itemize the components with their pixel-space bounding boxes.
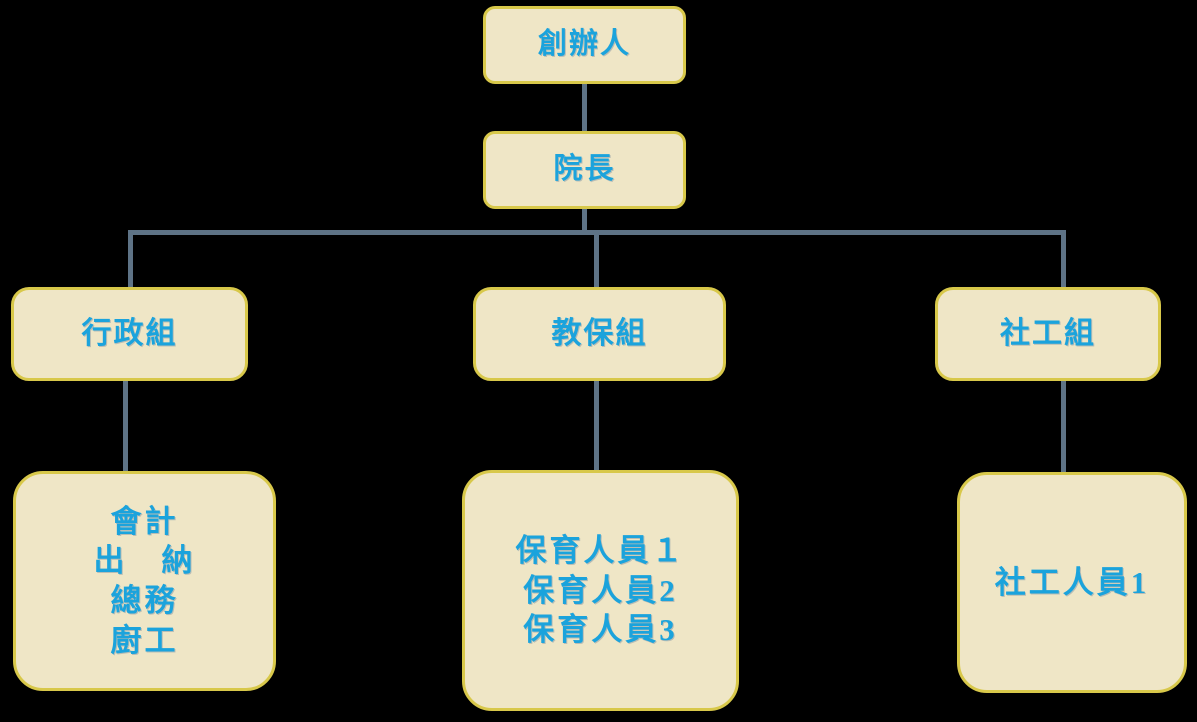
- node-care-group[interactable]: 教保組: [473, 287, 726, 381]
- node-admin-staff-line-4: 廚工: [110, 622, 179, 658]
- connector-social-group-to-staff: [1061, 380, 1066, 473]
- node-founder[interactable]: 創辦人: [483, 6, 686, 84]
- node-care-staff-line-3: 保育人員3: [523, 612, 678, 648]
- connector-bus-to-admin-group: [128, 230, 133, 288]
- connector-founder-to-director: [582, 84, 587, 132]
- node-care-staff-line-1: 保育人員１: [515, 532, 686, 568]
- node-admin-staff-line-1: 會計: [110, 503, 179, 539]
- connector-director-to-bus: [582, 209, 587, 235]
- node-admin-group-label: 行政組: [81, 316, 178, 350]
- node-social-staff[interactable]: 社工人員1: [957, 472, 1187, 693]
- connector-bus-to-social-group: [1061, 230, 1066, 288]
- node-admin-staff[interactable]: 會計 出 納 總務 廚工: [13, 471, 276, 691]
- node-director[interactable]: 院長: [483, 131, 686, 209]
- node-director-label: 院長: [553, 153, 616, 186]
- node-founder-label: 創辦人: [537, 28, 631, 61]
- node-care-staff-line-2: 保育人員2: [523, 572, 678, 608]
- node-admin-group[interactable]: 行政組: [11, 287, 248, 381]
- node-care-group-label: 教保組: [551, 316, 648, 350]
- node-social-group[interactable]: 社工組: [935, 287, 1161, 381]
- connector-bus-to-care-group: [594, 230, 599, 288]
- node-admin-staff-line-2: 出 納: [93, 543, 196, 579]
- node-social-staff-line-1: 社工人員1: [994, 564, 1150, 600]
- connector-admin-group-to-staff: [123, 380, 128, 472]
- node-care-staff[interactable]: 保育人員１ 保育人員2 保育人員3: [462, 470, 739, 711]
- node-admin-staff-line-3: 總務: [110, 583, 179, 618]
- connector-care-group-to-staff: [594, 380, 599, 471]
- node-social-group-label: 社工組: [1000, 316, 1096, 350]
